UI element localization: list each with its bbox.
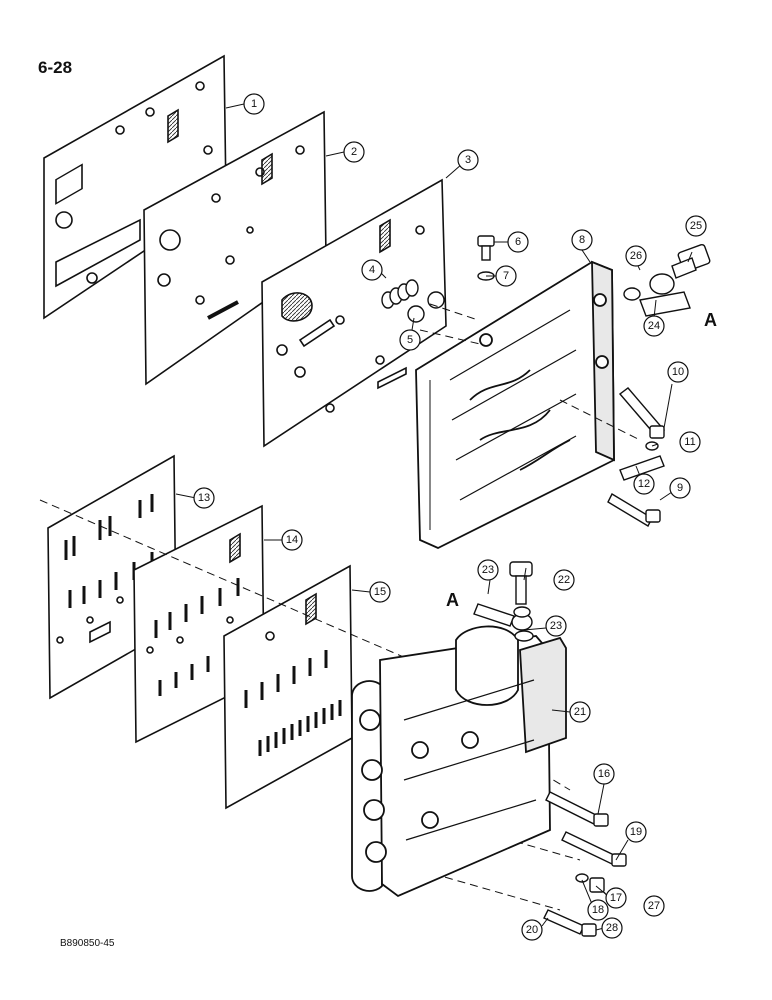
svg-text:23: 23 <box>550 620 562 632</box>
svg-text:27: 27 <box>648 900 660 912</box>
callout-17: 17 <box>605 887 627 909</box>
svg-text:20: 20 <box>526 924 538 936</box>
reference-code: B890850-45 <box>60 938 115 949</box>
svg-text:14: 14 <box>286 534 298 546</box>
callout-12: 12 <box>633 473 655 495</box>
callout-15: 15 <box>369 581 391 603</box>
separator-plate-3 <box>261 178 447 448</box>
callout-13: 13 <box>193 487 215 509</box>
banjo-fitting-upper <box>623 243 711 317</box>
svg-text:13: 13 <box>198 492 210 504</box>
svg-text:15: 15 <box>374 586 386 598</box>
callout-18: 18 <box>587 899 609 921</box>
valve-body <box>415 260 615 549</box>
svg-text:8: 8 <box>579 234 585 246</box>
mounting-bolts-upper <box>607 387 666 527</box>
callout-7: 7 <box>495 265 517 287</box>
svg-text:4: 4 <box>369 264 375 276</box>
spring-and-ball-set <box>381 279 445 323</box>
callout-10: 10 <box>667 361 689 383</box>
svg-text:7: 7 <box>503 270 509 282</box>
separator-plate-15 <box>223 564 353 810</box>
svg-text:6: 6 <box>515 236 521 248</box>
svg-text:18: 18 <box>592 904 604 916</box>
svg-text:11: 11 <box>684 436 695 448</box>
callout-22: 22 <box>553 569 575 591</box>
svg-text:9: 9 <box>677 482 683 494</box>
callout-28: 28 <box>601 917 623 939</box>
svg-text:26: 26 <box>630 250 642 262</box>
callout-9: 9 <box>669 477 691 499</box>
callout-26: 26 <box>625 245 647 267</box>
callout-24-upper: 24 <box>643 315 665 337</box>
page-number: 6-28 <box>38 58 73 77</box>
svg-text:22: 22 <box>558 574 570 586</box>
svg-text:17: 17 <box>610 892 622 904</box>
svg-text:12: 12 <box>638 478 650 490</box>
svg-text:3: 3 <box>465 154 471 166</box>
svg-text:19: 19 <box>630 826 642 838</box>
callout-11: 11 <box>679 431 701 453</box>
callout-27: 27 <box>643 895 665 917</box>
banjo-fitting-lower <box>473 561 534 642</box>
svg-text:23: 23 <box>482 564 494 576</box>
callout-1: 1 <box>243 93 265 115</box>
callout-5: 5 <box>399 329 421 351</box>
callout-8: 8 <box>571 229 593 251</box>
screw-and-oring <box>477 235 495 281</box>
svg-text:2: 2 <box>351 146 357 158</box>
callout-6: 6 <box>507 231 529 253</box>
mounting-bolts-lower <box>543 791 627 937</box>
svg-text:28: 28 <box>606 922 618 934</box>
callout-24-lower: 23 <box>477 559 499 581</box>
svg-text:10: 10 <box>672 366 684 378</box>
svg-text:25: 25 <box>690 220 702 232</box>
callout-19: 19 <box>625 821 647 843</box>
svg-text:5: 5 <box>407 334 413 346</box>
callout-4: 4 <box>361 259 383 281</box>
callout-3: 3 <box>457 149 479 171</box>
connection-label-lower: A <box>446 590 459 610</box>
callout-20: 20 <box>521 919 543 941</box>
lower-valve-body <box>351 625 567 898</box>
svg-text:1: 1 <box>251 98 257 110</box>
callout-25: 25 <box>685 215 707 237</box>
callout-21: 21 <box>569 701 591 723</box>
callout-2: 2 <box>343 141 365 163</box>
svg-text:16: 16 <box>598 768 610 780</box>
connection-label-upper: A <box>704 310 717 330</box>
separator-plate-1 <box>43 54 227 320</box>
separator-plate-2 <box>143 110 327 386</box>
svg-text:24: 24 <box>648 320 660 332</box>
svg-text:21: 21 <box>574 706 586 718</box>
callout-14: 14 <box>281 529 303 551</box>
callout-16: 16 <box>593 763 615 785</box>
callout-23: 23 <box>545 615 567 637</box>
